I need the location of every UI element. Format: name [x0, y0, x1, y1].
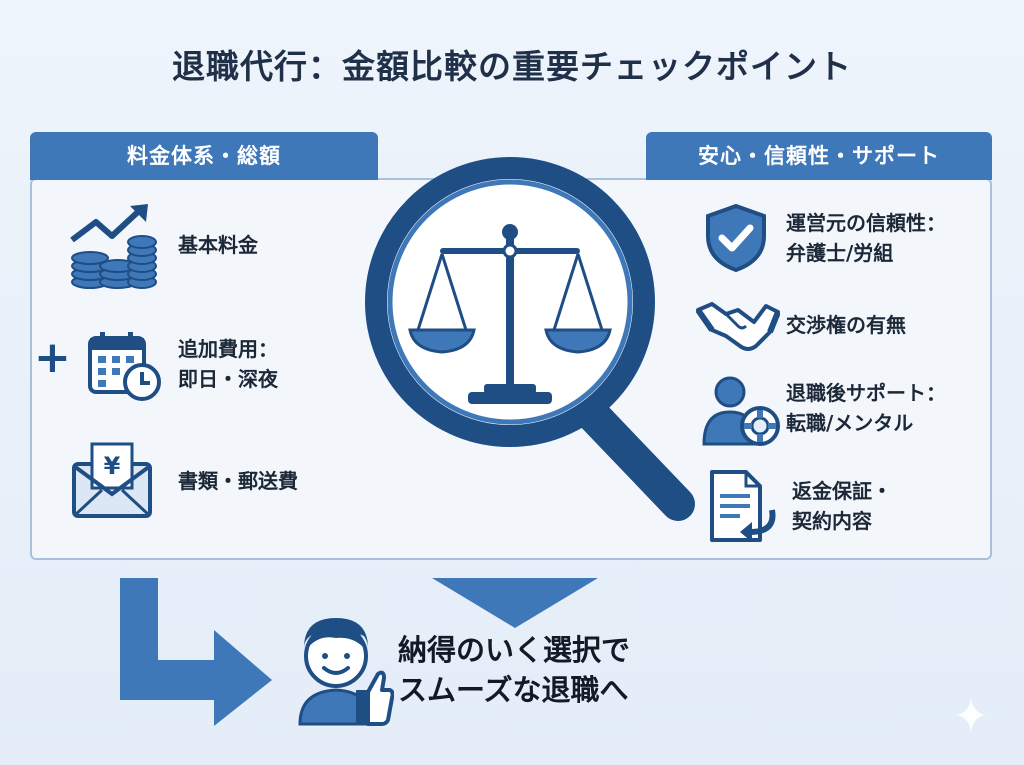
left-item-1-line-1: 基本料金	[178, 233, 258, 257]
magnifier-scale-icon	[352, 152, 702, 532]
right-item-1-line-1: 運営元の信頼性：	[786, 211, 946, 235]
down-arrow	[432, 578, 598, 628]
left-item-3-line-1: 書類・郵送費	[178, 469, 298, 493]
right-item-4-line-2: 契約内容	[792, 509, 872, 533]
calendar-clock-icon	[86, 330, 166, 404]
right-item-4-line-1: 返金保証・	[792, 479, 892, 503]
conclusion-line-1: 納得のいく選択で	[398, 633, 631, 667]
right-panel-header: 安心・信頼性・サポート	[646, 132, 992, 180]
handshake-icon	[696, 296, 780, 356]
svg-text:¥: ¥	[104, 452, 121, 480]
elbow-arrow	[120, 578, 272, 726]
yen-envelope-icon: ¥	[70, 440, 154, 520]
right-item-1-line-2: 弁護士/労組	[786, 241, 894, 265]
coins-chart-icon	[66, 200, 160, 294]
right-item-4-text: 返金保証・ 契約内容	[792, 476, 892, 536]
left-item-2-line-2: 即日・深夜	[178, 367, 278, 391]
right-item-1-text: 運営元の信頼性： 弁護士/労組	[786, 208, 946, 268]
left-item-2-line-1: 追加費用：	[178, 337, 278, 361]
conclusion-line-2: スムーズな退職へ	[398, 673, 629, 707]
left-item-2-text: 追加費用： 即日・深夜	[178, 334, 278, 394]
plus-symbol: +	[34, 332, 71, 383]
conclusion-text: 納得のいく選択で スムーズな退職へ	[398, 630, 630, 710]
left-panel-header: 料金体系・総額	[30, 132, 378, 180]
sparkle-icon	[956, 698, 986, 736]
right-item-3-line-2: 転職/メンタル	[786, 411, 914, 435]
right-item-3-line-1: 退職後サポート：	[786, 381, 946, 405]
right-item-3-text: 退職後サポート： 転職/メンタル	[786, 378, 946, 438]
person-lifebuoy-icon	[700, 374, 782, 448]
left-item-3-text: 書類・郵送費	[178, 466, 298, 496]
right-item-2-text: 交渉権の有無	[786, 310, 906, 340]
shield-check-icon	[704, 202, 768, 274]
right-item-2-line-1: 交渉権の有無	[786, 313, 906, 337]
thumbs-up-person-icon	[290, 612, 394, 728]
document-return-icon	[706, 468, 778, 544]
left-item-1-text: 基本料金	[178, 230, 258, 260]
page-title: 退職代行：金額比較の重要チェックポイント	[172, 47, 852, 86]
